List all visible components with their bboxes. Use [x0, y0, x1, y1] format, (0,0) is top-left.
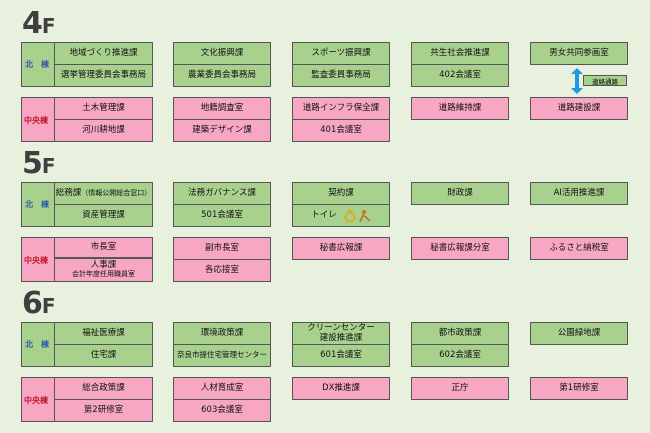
- f4-room: 土木管理課 河川耕地課: [54, 97, 153, 142]
- f4-room: 道路インフラ保全課 401会議室: [292, 97, 390, 142]
- room-name: 501会議室: [174, 204, 270, 226]
- room-name: 人事課: [90, 260, 117, 271]
- f6-room: 都市政策課 602会議室: [411, 322, 509, 367]
- f6-room: 正庁: [411, 377, 509, 400]
- f4-room: 地域づくり推進課 選挙管理委員会事務局: [54, 42, 153, 87]
- wheelchair-icon: [344, 208, 371, 222]
- room-name: 道路建設課: [557, 102, 601, 113]
- f5-north-tag: 北 棟: [25, 200, 49, 209]
- f5-room: 秘書広報課分室: [411, 237, 509, 260]
- room-name: 共生社会推進課: [430, 47, 490, 58]
- f4-room: 文化振興課 農業委員会事務局: [173, 42, 271, 87]
- room-name: 奈良市提住宅管理センター: [174, 344, 270, 366]
- room-name: 市長室: [90, 241, 117, 252]
- f5-room: 財政課: [411, 182, 509, 205]
- f5-room: 副市長室 各応接室: [173, 237, 271, 282]
- f5-room: 人事課 会計年度任用職員室: [54, 258, 153, 282]
- room-name: 契約課: [328, 187, 354, 198]
- room-name: 選挙管理委員会事務局: [55, 64, 152, 86]
- room-name: 建築デザイン課: [174, 119, 270, 141]
- toilet-label: トイレ: [311, 209, 337, 220]
- room-name: 各応接室: [174, 259, 270, 281]
- f6-room: 公園緑地課: [530, 322, 628, 345]
- room-name: AI活用推進課: [553, 187, 605, 198]
- room-name: 財政課: [447, 187, 473, 198]
- room-name: 401会議室: [293, 119, 389, 141]
- connecting-passage-note: 連絡通路: [583, 75, 627, 86]
- f6-room: 環境政策課 奈良市提住宅管理センター: [173, 322, 271, 367]
- f6-room: クリーンセンター 建設推進課 601会議室: [292, 322, 390, 367]
- room-name: 602会議室: [412, 344, 508, 366]
- f5-room: 契約課 トイレ: [292, 182, 390, 227]
- room-name: 公園緑地課: [557, 327, 601, 338]
- room-name: クリーンセンター 建設推進課: [307, 323, 375, 343]
- room-name: 農業委員会事務局: [174, 64, 270, 86]
- room-name: 総務課（情報公開総合窓口）: [55, 187, 152, 198]
- room-name: 男女共同参画室: [549, 47, 609, 58]
- f5-central-tag: 中央棟: [24, 256, 48, 265]
- room-name: 会計年度任用職員室: [72, 269, 135, 278]
- f6-room: 福祉医療課 住宅課: [54, 322, 153, 367]
- double-arrow-icon: [571, 68, 583, 94]
- room-name: 都市政策課: [438, 327, 482, 338]
- room-name: 正庁: [451, 382, 469, 393]
- floor-label-4f: 4F: [22, 6, 56, 41]
- room-name: 402会議室: [412, 64, 508, 86]
- f5-room: 市長室: [54, 237, 153, 258]
- room-name: 福祉医療課: [82, 327, 125, 338]
- f5-room: ふるさと納税室: [530, 237, 628, 260]
- floor-label-6f: 6F: [22, 286, 56, 321]
- room-name: 第2研修室: [55, 399, 152, 421]
- room-name: 総合政策課: [82, 382, 125, 393]
- f4-central-tag: 中央棟: [24, 116, 48, 125]
- room-name: 第1研修室: [559, 382, 599, 393]
- room-name: 道路インフラ保全課: [302, 102, 380, 113]
- room-name: 601会議室: [293, 344, 389, 366]
- f5-room: 総務課（情報公開総合窓口） 資産管理課: [54, 182, 153, 227]
- f6-north-tag: 北 棟: [25, 340, 49, 349]
- f6-room: 第1研修室: [530, 377, 628, 400]
- room-name: 道路維持課: [438, 102, 482, 113]
- f6-room: DX推進課: [292, 377, 390, 400]
- room-name: 地籍調査室: [200, 102, 244, 113]
- f6-central-tag: 中央棟: [24, 396, 48, 405]
- room-name: 秘書広報課分室: [430, 242, 490, 253]
- room-name: 河川耕地課: [55, 119, 152, 141]
- room-name: DX推進課: [322, 382, 360, 393]
- f4-north-tag: 北 棟: [25, 60, 49, 69]
- f4-room: 地籍調査室 建築デザイン課: [173, 97, 271, 142]
- room-name: 文化振興課: [200, 47, 244, 58]
- room-name: 秘書広報課: [319, 242, 363, 253]
- room-name: 法務ガバナンス課: [188, 187, 256, 198]
- room-name: 住宅課: [55, 344, 152, 366]
- room-name: トイレ: [293, 204, 389, 226]
- room-name: ふるさと納税室: [549, 242, 609, 253]
- room-name: 監査委員事務局: [293, 64, 389, 86]
- room-name: 603会議室: [174, 399, 270, 421]
- f4-room: スポーツ振興課 監査委員事務局: [292, 42, 390, 87]
- room-name: 人材育成室: [200, 382, 244, 393]
- room-name: スポーツ振興課: [311, 47, 371, 58]
- room-name: 副市長室: [204, 242, 239, 253]
- f6-room: 総合政策課 第2研修室: [54, 377, 153, 422]
- f4-room: 道路建設課: [530, 97, 628, 120]
- f4-room: 道路維持課: [411, 97, 509, 120]
- f5-room: AI活用推進課: [530, 182, 628, 205]
- f5-room: 秘書広報課: [292, 237, 390, 260]
- f4-room: 男女共同参画室: [530, 42, 628, 65]
- floor-label-5f: 5F: [22, 146, 56, 181]
- f6-room: 人材育成室 603会議室: [173, 377, 271, 422]
- room-name: 環境政策課: [200, 327, 244, 338]
- f4-room: 共生社会推進課 402会議室: [411, 42, 509, 87]
- room-name: 地域づくり推進課: [69, 47, 138, 58]
- room-name: 土木管理課: [82, 102, 125, 113]
- f5-room: 法務ガバナンス課 501会議室: [173, 182, 271, 227]
- room-name: 資産管理課: [55, 204, 152, 226]
